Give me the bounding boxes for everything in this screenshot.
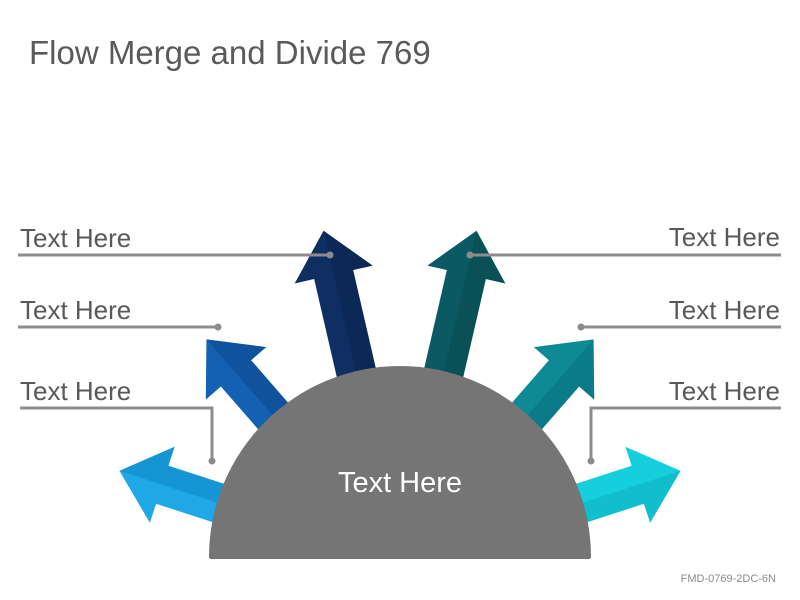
- hub-semicircle: [209, 366, 591, 559]
- connector-left-low: [20, 406, 214, 461]
- label-right-mid: Text Here: [668, 295, 780, 325]
- slide-title: Flow Merge and Divide 769: [29, 34, 431, 71]
- label-right-low: Text Here: [668, 376, 780, 406]
- hub-label: Text Here: [337, 467, 463, 499]
- label-left-top: Text Here: [20, 223, 132, 253]
- label-right-top: Text Here: [668, 222, 780, 252]
- connector-lines: [18, 253, 781, 461]
- label-left-low: Text Here: [20, 376, 132, 406]
- connector-dots: [208, 251, 595, 465]
- label-left-mid: Text Here: [20, 295, 132, 325]
- connector-right-low: [589, 406, 781, 461]
- footer-code: FMD-0769-2DC-6N: [680, 573, 776, 585]
